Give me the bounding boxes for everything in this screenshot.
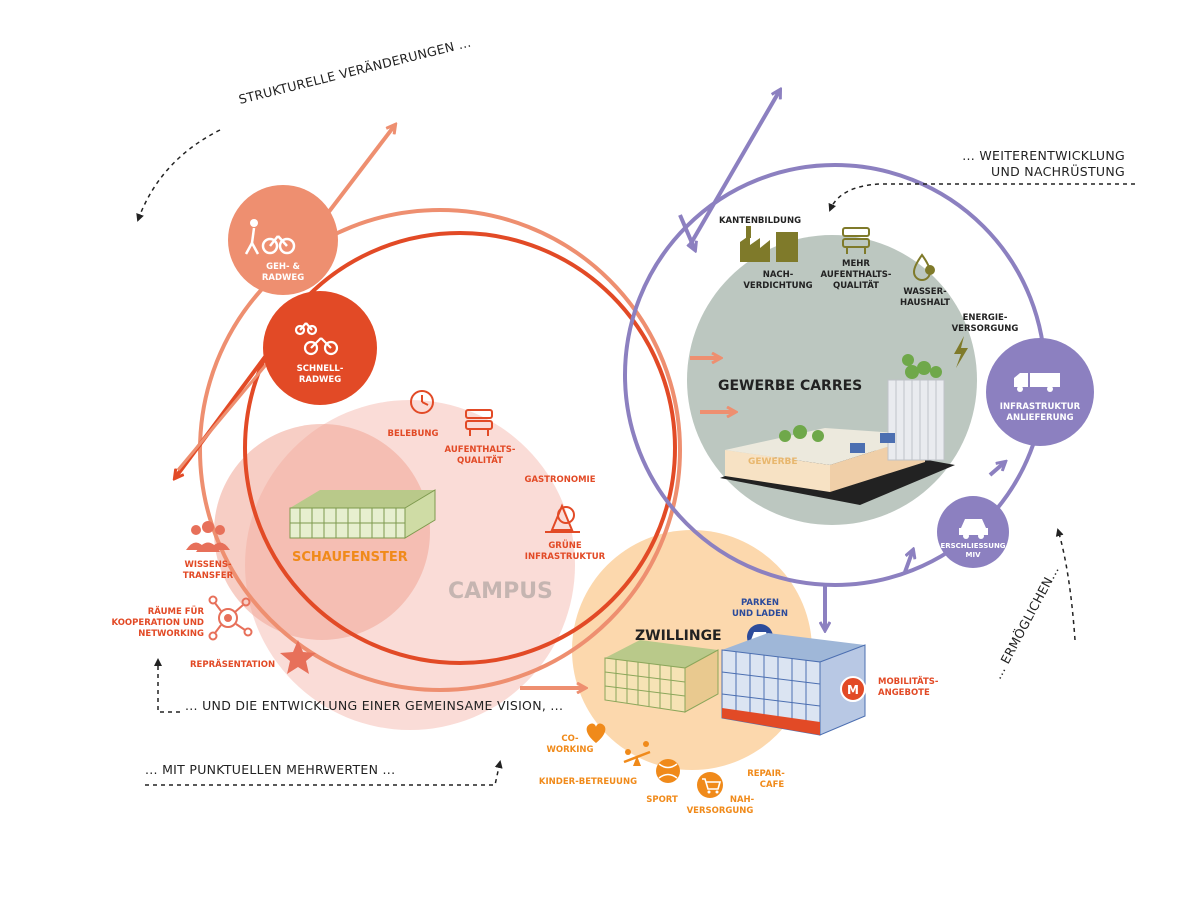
gewerbe-building (720, 354, 955, 505)
twin-building-right (721, 633, 866, 736)
mobility-badge-letter: M (847, 683, 859, 697)
repair-label-1: REPAIR- (747, 769, 785, 779)
green-infra-label-2: INFRASTRUKTUR (525, 552, 606, 562)
bench-icon (465, 409, 493, 436)
repair-label-2: CAFE (760, 780, 785, 790)
mobility-label-1: MOBILITÄTS- (878, 676, 939, 687)
walk-bike-label-1: GEH- & (266, 262, 300, 272)
seesaw-icon (623, 741, 651, 766)
density-label-1: NACH- (763, 270, 794, 280)
cart-icon (697, 772, 723, 798)
heart-icon (586, 723, 606, 743)
purple-small-arrow-1 (903, 550, 913, 573)
star-icon (280, 640, 316, 674)
dashed-arrow-enable (1055, 528, 1076, 641)
red-loop (243, 231, 677, 665)
energy-label-2: VERSORGUNG (952, 324, 1019, 334)
mobility-label-2: ANGEBOTE (878, 688, 930, 698)
dashed-arrow-structural (136, 129, 221, 222)
dashed-arrow-further (828, 183, 1135, 212)
spaces-label-1: RÄUME FÜR (148, 606, 205, 617)
cowork-label-2: WORKING (547, 745, 594, 755)
zwillinge-title: ZWILLINGE (635, 628, 722, 644)
purple-up-arrow (688, 90, 780, 247)
campus-quality-label-1: AUFENTHALTS- (445, 445, 516, 455)
car-icon (959, 519, 988, 539)
edge-label: KANTENBILDUNG (719, 216, 801, 226)
sport-label: SPORT (646, 795, 678, 805)
fast-bike-node (263, 291, 377, 405)
purple-small-arrow-2 (988, 462, 1005, 477)
gastro-label: GASTRONOMIE (524, 475, 595, 485)
bike-icon (294, 322, 339, 356)
infra-label-2: ANLIEFERUNG (1006, 413, 1073, 423)
network-icon (208, 595, 253, 641)
supply-label-2: VERSORGUNG (687, 806, 754, 816)
infra-label-1: INFRASTRUKTUR (1000, 402, 1081, 412)
fast-bike-label-2: RADWEG (299, 375, 341, 385)
lightning-icon (954, 336, 968, 368)
note-structural: STRUKTURELLE VERÄNDERUNGEN ... (237, 35, 472, 107)
campus-title: CAMPUS (448, 579, 553, 604)
gewerbe-sign: GEWERBE (748, 457, 798, 467)
knowledge-label-2: TRANSFER (183, 571, 234, 581)
cowork-label-1: CO- (561, 734, 579, 744)
showcase-building (289, 489, 436, 539)
spaces-label-3: NETWORKING (138, 629, 204, 639)
factory-icon (740, 226, 798, 262)
note-added-value: ... MIT PUNKTUELLEN MEHRWERTEN ... (145, 762, 395, 777)
infrastructure-node (986, 338, 1094, 446)
note-enable: ... ERMÖGLICHEN... (989, 563, 1062, 682)
clock-icon (410, 390, 434, 414)
gewerbe-bench-icon (842, 227, 870, 254)
knowledge-label-1: WISSENS- (185, 560, 232, 570)
note-vision: ... UND DIE ENTWICKLUNG EINER GEMEINSAME… (185, 698, 563, 713)
note-further-line2: UND NACHRÜSTUNG (991, 163, 1125, 179)
mobility-hub-badge (840, 676, 866, 702)
fast-bike-label-1: SCHNELL- (297, 364, 344, 374)
water-label-2: HAUSHALT (900, 298, 950, 308)
parking-label-2: UND LADEN (732, 609, 788, 619)
walk-bike-label-2: RADWEG (262, 273, 304, 283)
ball-icon (656, 759, 680, 783)
campus-quality-label-2: QUALITÄT (457, 455, 503, 466)
parking-label-1: PARKEN (741, 598, 779, 608)
salmon-inner-arrow (176, 359, 272, 471)
tree-icon (545, 503, 580, 533)
twin-building-left (604, 640, 719, 713)
truck-icon (1014, 373, 1060, 392)
car-access-label-1: ERSCHLIESSUNG (940, 542, 1005, 550)
note-further-line1: ... WEITERENTWICKLUNG (962, 148, 1125, 163)
more-quality-label-1: MEHR (842, 259, 870, 269)
purple-left-arrow (678, 214, 695, 250)
gewerbe-title: GEWERBE CARRES (718, 378, 862, 394)
spaces-label-2: KOOPERATION UND (112, 618, 205, 628)
kids-label: KINDER-BETREUUNG (539, 777, 637, 787)
density-label-2: VERDICHTUNG (743, 281, 812, 291)
dashed-arrow-vision (154, 658, 180, 713)
more-quality-label-3: QUALITÄT (833, 280, 879, 291)
liveliness-label: BELEBUNG (388, 429, 439, 439)
pedestrian-bike-icon (244, 219, 296, 255)
car-access-label-2: MIV (966, 551, 982, 559)
people-icon (186, 521, 230, 552)
showcase-label: SCHAUFENSTER (292, 550, 408, 565)
water-label-1: WASSER- (903, 287, 947, 297)
salmon-loop (198, 208, 682, 692)
more-quality-label-2: AUFENTHALTS- (821, 270, 892, 280)
green-infra-label-1: GRÜNE (548, 540, 582, 551)
water-drop-icon (912, 253, 935, 281)
energy-label-1: ENERGIE- (963, 313, 1008, 323)
representation-label: REPRÄSENTATION (190, 659, 275, 670)
supply-label-1: NAH- (730, 795, 755, 805)
